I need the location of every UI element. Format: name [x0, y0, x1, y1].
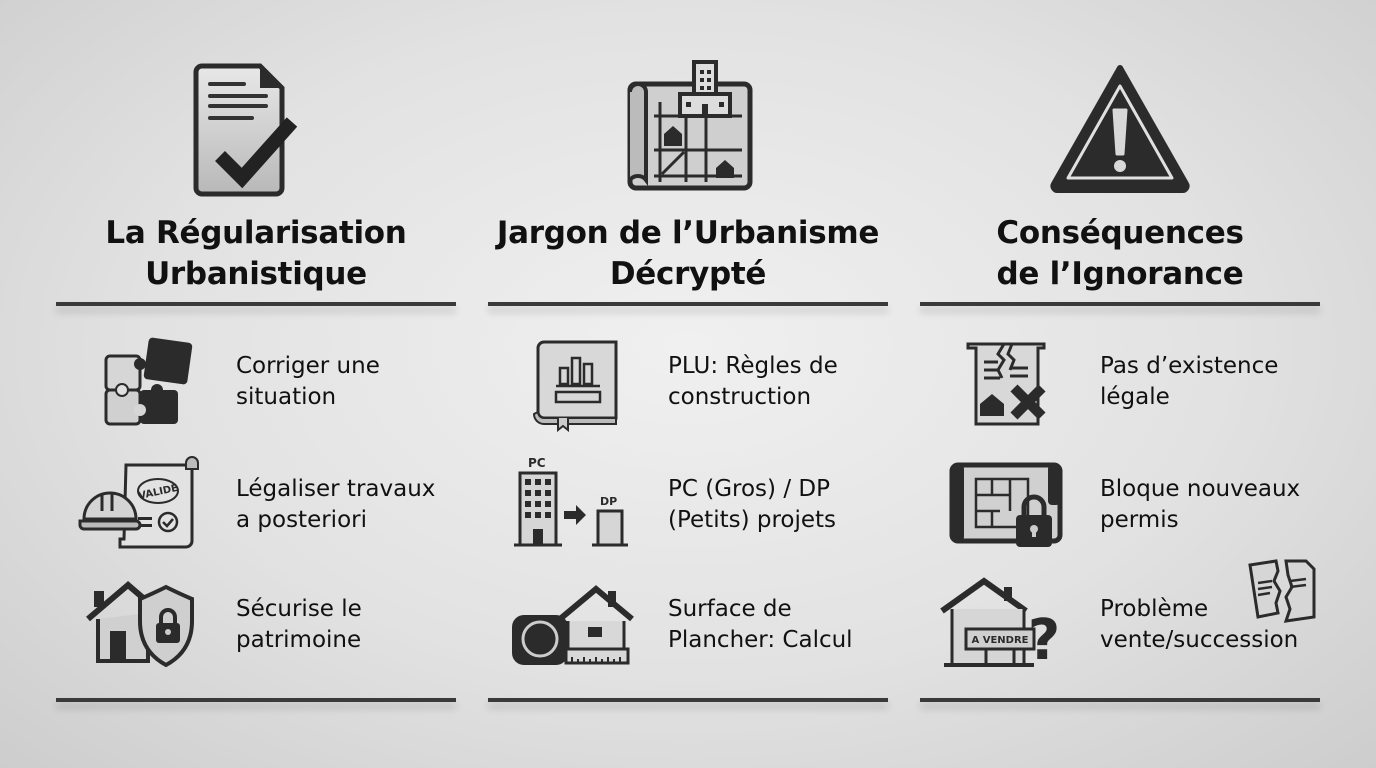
column-consequences: Conséquences de l’Ignorance Pas d’existe…	[920, 0, 1320, 768]
divider	[56, 698, 456, 702]
divider	[920, 698, 1320, 702]
item-text: Bloque nouveaux permis	[1100, 476, 1301, 533]
column-jargon: Jargon de l’Urbanisme Décrypté PLU: Règl…	[488, 0, 888, 768]
torn-document-house-x-icon	[940, 332, 1070, 432]
svg-text:DP: DP	[600, 495, 617, 508]
item-text: PLU: Règles de construction	[668, 353, 838, 410]
list-item: VALIDE Légaliser travaux a posteriori	[56, 455, 476, 555]
tape-measure-house-icon	[508, 575, 638, 675]
list-item: A VENDRE ? Problème vente/succession	[920, 559, 1340, 675]
item-text: Pas d’existence légale	[1100, 353, 1279, 410]
pc-to-dp-buildings-icon: PC DP	[508, 455, 638, 555]
list-item: Surface de Plancher: Calcul	[488, 575, 908, 675]
item-text: Problème vente/succession	[1100, 596, 1299, 653]
column-title: La Régularisation Urbanistique	[105, 215, 407, 292]
list-item: Corriger une situation	[56, 332, 476, 432]
column-regularisation: La Régularisation Urbanistique Corriger …	[56, 0, 456, 768]
column-title: Conséquences de l’Ignorance	[996, 215, 1244, 292]
warning-triangle-icon	[920, 58, 1320, 198]
blueprint-lock-icon	[940, 455, 1070, 555]
house-for-sale-question-icon: A VENDRE ?	[940, 575, 1070, 675]
divider	[920, 302, 1320, 306]
item-text: PC (Gros) / DP (Petits) projets	[668, 476, 837, 533]
list-item: Sécurise le patrimoine	[56, 575, 476, 675]
puzzle-icon	[76, 332, 206, 432]
urban-blueprint-icon	[488, 58, 888, 198]
divider	[488, 698, 888, 702]
svg-text:PC: PC	[528, 456, 546, 470]
divider	[488, 302, 888, 306]
divider	[56, 302, 456, 306]
list-item: Bloque nouveaux permis	[920, 455, 1340, 555]
item-text: Sécurise le patrimoine	[236, 596, 362, 653]
document-check-icon	[56, 58, 456, 198]
item-text: Légaliser travaux a posteriori	[236, 476, 436, 533]
torn-document-icon	[1248, 559, 1316, 623]
list-item: PLU: Règles de construction	[488, 332, 908, 432]
question-mark-icon: ?	[1028, 608, 1060, 673]
list-item: Pas d’existence légale	[920, 332, 1340, 432]
column-title: Jargon de l’Urbanisme Décrypté	[496, 215, 880, 292]
svg-text:A VENDRE: A VENDRE	[972, 635, 1029, 646]
item-text: Surface de Plancher: Calcul	[668, 596, 853, 653]
house-shield-lock-icon	[76, 575, 206, 675]
rulebook-icon	[508, 332, 638, 432]
item-text: Corriger une situation	[236, 353, 380, 410]
list-item: PC DP PC (Gros)	[488, 455, 908, 555]
hardhat-validated-document-icon: VALIDE	[76, 455, 206, 555]
